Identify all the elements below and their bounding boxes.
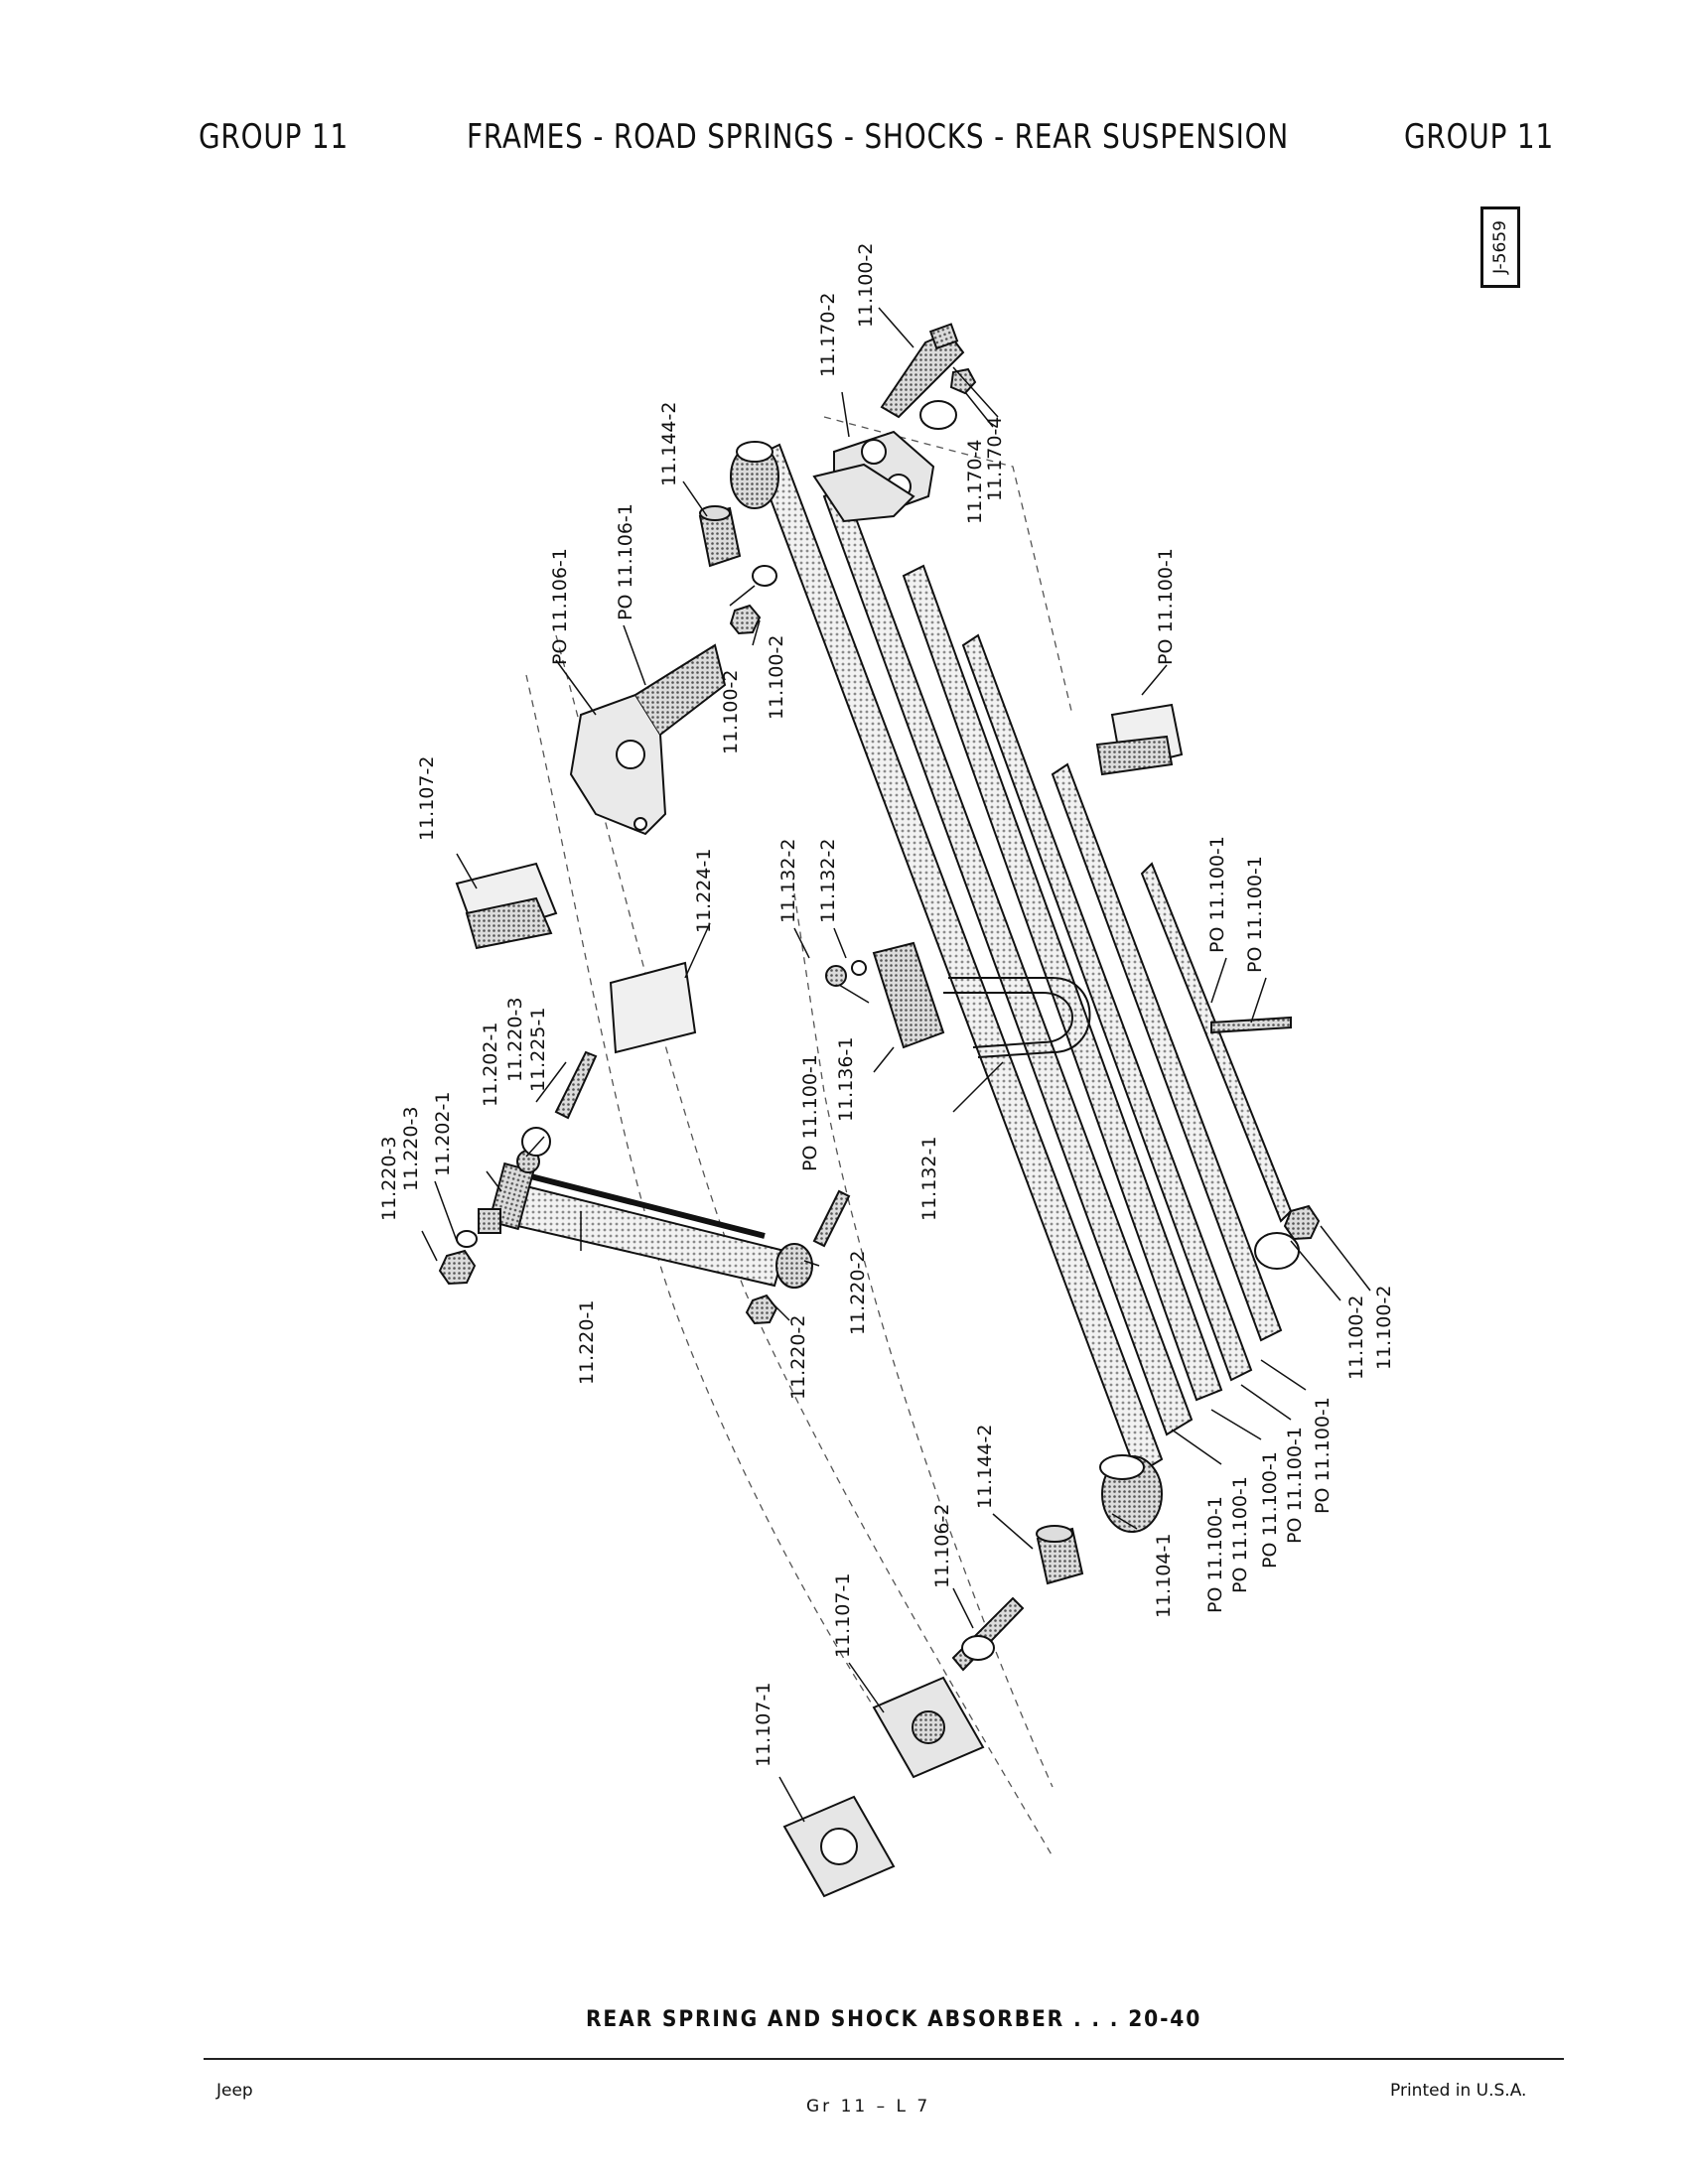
shock-absorber [488, 1150, 813, 1289]
label-11.107-1-b: 11.107-1 [753, 1683, 774, 1767]
label-11.220-2-b: 11.220-2 [847, 1251, 869, 1335]
label-11.170-2: 11.170-2 [817, 293, 839, 377]
label-11.224-1: 11.224-1 [693, 849, 715, 933]
label-11.144-2-rear: 11.144-2 [974, 1425, 996, 1509]
spring-clips [455, 703, 1184, 1054]
label-11.100-2-b: 11.100-2 [766, 635, 787, 720]
label-11.132-2-b: 11.132-2 [817, 839, 839, 923]
header-group-left: GROUP 11 [199, 117, 350, 157]
label-11.220-3-a: 11.220-3 [378, 1137, 400, 1221]
footer-brand: Jeep [216, 2081, 253, 2101]
rear-bolt-and-washer [1210, 1016, 1321, 1270]
label-11.132-1: 11.132-1 [918, 1137, 940, 1221]
shackle-bolt [880, 323, 977, 430]
label-11.132-2-a: 11.132-2 [777, 839, 799, 923]
label-po-11.100-1-mid-b: PO 11.100-1 [1244, 856, 1266, 973]
label-11.106-2: 11.106-2 [931, 1504, 953, 1588]
label-po-11.100-1-plate: PO 11.100-1 [799, 1054, 821, 1171]
spring-eye-rear [1099, 1454, 1163, 1533]
label-11.225-1: 11.225-1 [527, 1008, 549, 1092]
leader-lines [421, 307, 1371, 1823]
label-11.100-2-a: 11.100-2 [720, 670, 742, 754]
spring-eye-front [730, 441, 779, 509]
label-11.100-2-rear-b: 11.100-2 [1373, 1286, 1395, 1370]
spring-shackle [812, 430, 935, 523]
figure-reference-box: J-5659 [1480, 206, 1520, 288]
label-11.220-3-b: 11.220-3 [400, 1107, 422, 1191]
header-group-right: GROUP 11 [1404, 117, 1555, 157]
footer-printed: Printed in U.S.A. [1390, 2081, 1527, 2101]
figure-caption: REAR SPRING AND SHOCK ABSORBER . . . 20-… [586, 2007, 1202, 2032]
label-11.100-2-top: 11.100-2 [855, 243, 877, 328]
label-11.136-1: 11.136-1 [835, 1037, 857, 1122]
label-11.170-4-b: 11.170-4 [984, 417, 1006, 501]
footer-page-number: Gr 11 – L 7 [806, 2097, 931, 2116]
rear-bushing-and-pin [951, 1525, 1084, 1672]
part-labels: 11.100-2 11.170-2 11.170-4 11.170-4 11.1… [378, 243, 1395, 1767]
spring-leaf-3 [902, 564, 1223, 1402]
label-11.107-1-a: 11.107-1 [832, 1573, 854, 1658]
spring-leaf-4 [961, 633, 1253, 1382]
label-11.107-2: 11.107-2 [416, 756, 438, 841]
label-11.144-2-top: 11.144-2 [658, 402, 680, 486]
label-11.220-3-top: 11.220-3 [504, 998, 526, 1082]
leaf-spring-assembly [753, 443, 1293, 1476]
label-po-11.100-1-leaf-a: PO 11.100-1 [1204, 1496, 1226, 1613]
small-nuts [729, 565, 777, 635]
front-hanger-bracket [569, 643, 727, 836]
label-po-11.100-1-right: PO 11.100-1 [1155, 548, 1177, 665]
label-po-11.106-1-a: PO 11.106-1 [549, 548, 571, 665]
label-11.202-1-b: 11.202-1 [432, 1092, 454, 1176]
label-po-11.100-1-leaf-c: PO 11.100-1 [1259, 1451, 1281, 1569]
label-po-11.100-1-leaf-b: PO 11.100-1 [1229, 1476, 1251, 1593]
label-11.170-4-a: 11.170-4 [964, 440, 986, 524]
label-po-11.100-1-leaf-e: PO 11.100-1 [1312, 1397, 1334, 1514]
label-po-11.100-1-mid-a: PO 11.100-1 [1206, 836, 1228, 953]
label-11.100-2-rear-a: 11.100-2 [1345, 1296, 1367, 1380]
u-bolt-assembly [825, 941, 1091, 1058]
rear-hanger-plates [782, 1676, 985, 1898]
label-po-11.106-1-b: PO 11.106-1 [615, 503, 636, 620]
bushing-front [698, 505, 742, 568]
label-po-11.100-1-leaf-d: PO 11.100-1 [1284, 1427, 1306, 1544]
shock-hardware [438, 1050, 851, 1325]
header-title: FRAMES - ROAD SPRINGS - SHOCKS - REAR SU… [467, 117, 1290, 157]
spring-leaf-5 [1051, 762, 1283, 1342]
spring-leaf-main [753, 443, 1164, 1476]
label-11.202-1-a: 11.202-1 [480, 1023, 501, 1107]
label-11.220-2-a: 11.220-2 [787, 1315, 809, 1400]
footer-rule [204, 2058, 1564, 2060]
label-11.104-1: 11.104-1 [1153, 1534, 1175, 1618]
label-11.220-1: 11.220-1 [576, 1300, 598, 1385]
